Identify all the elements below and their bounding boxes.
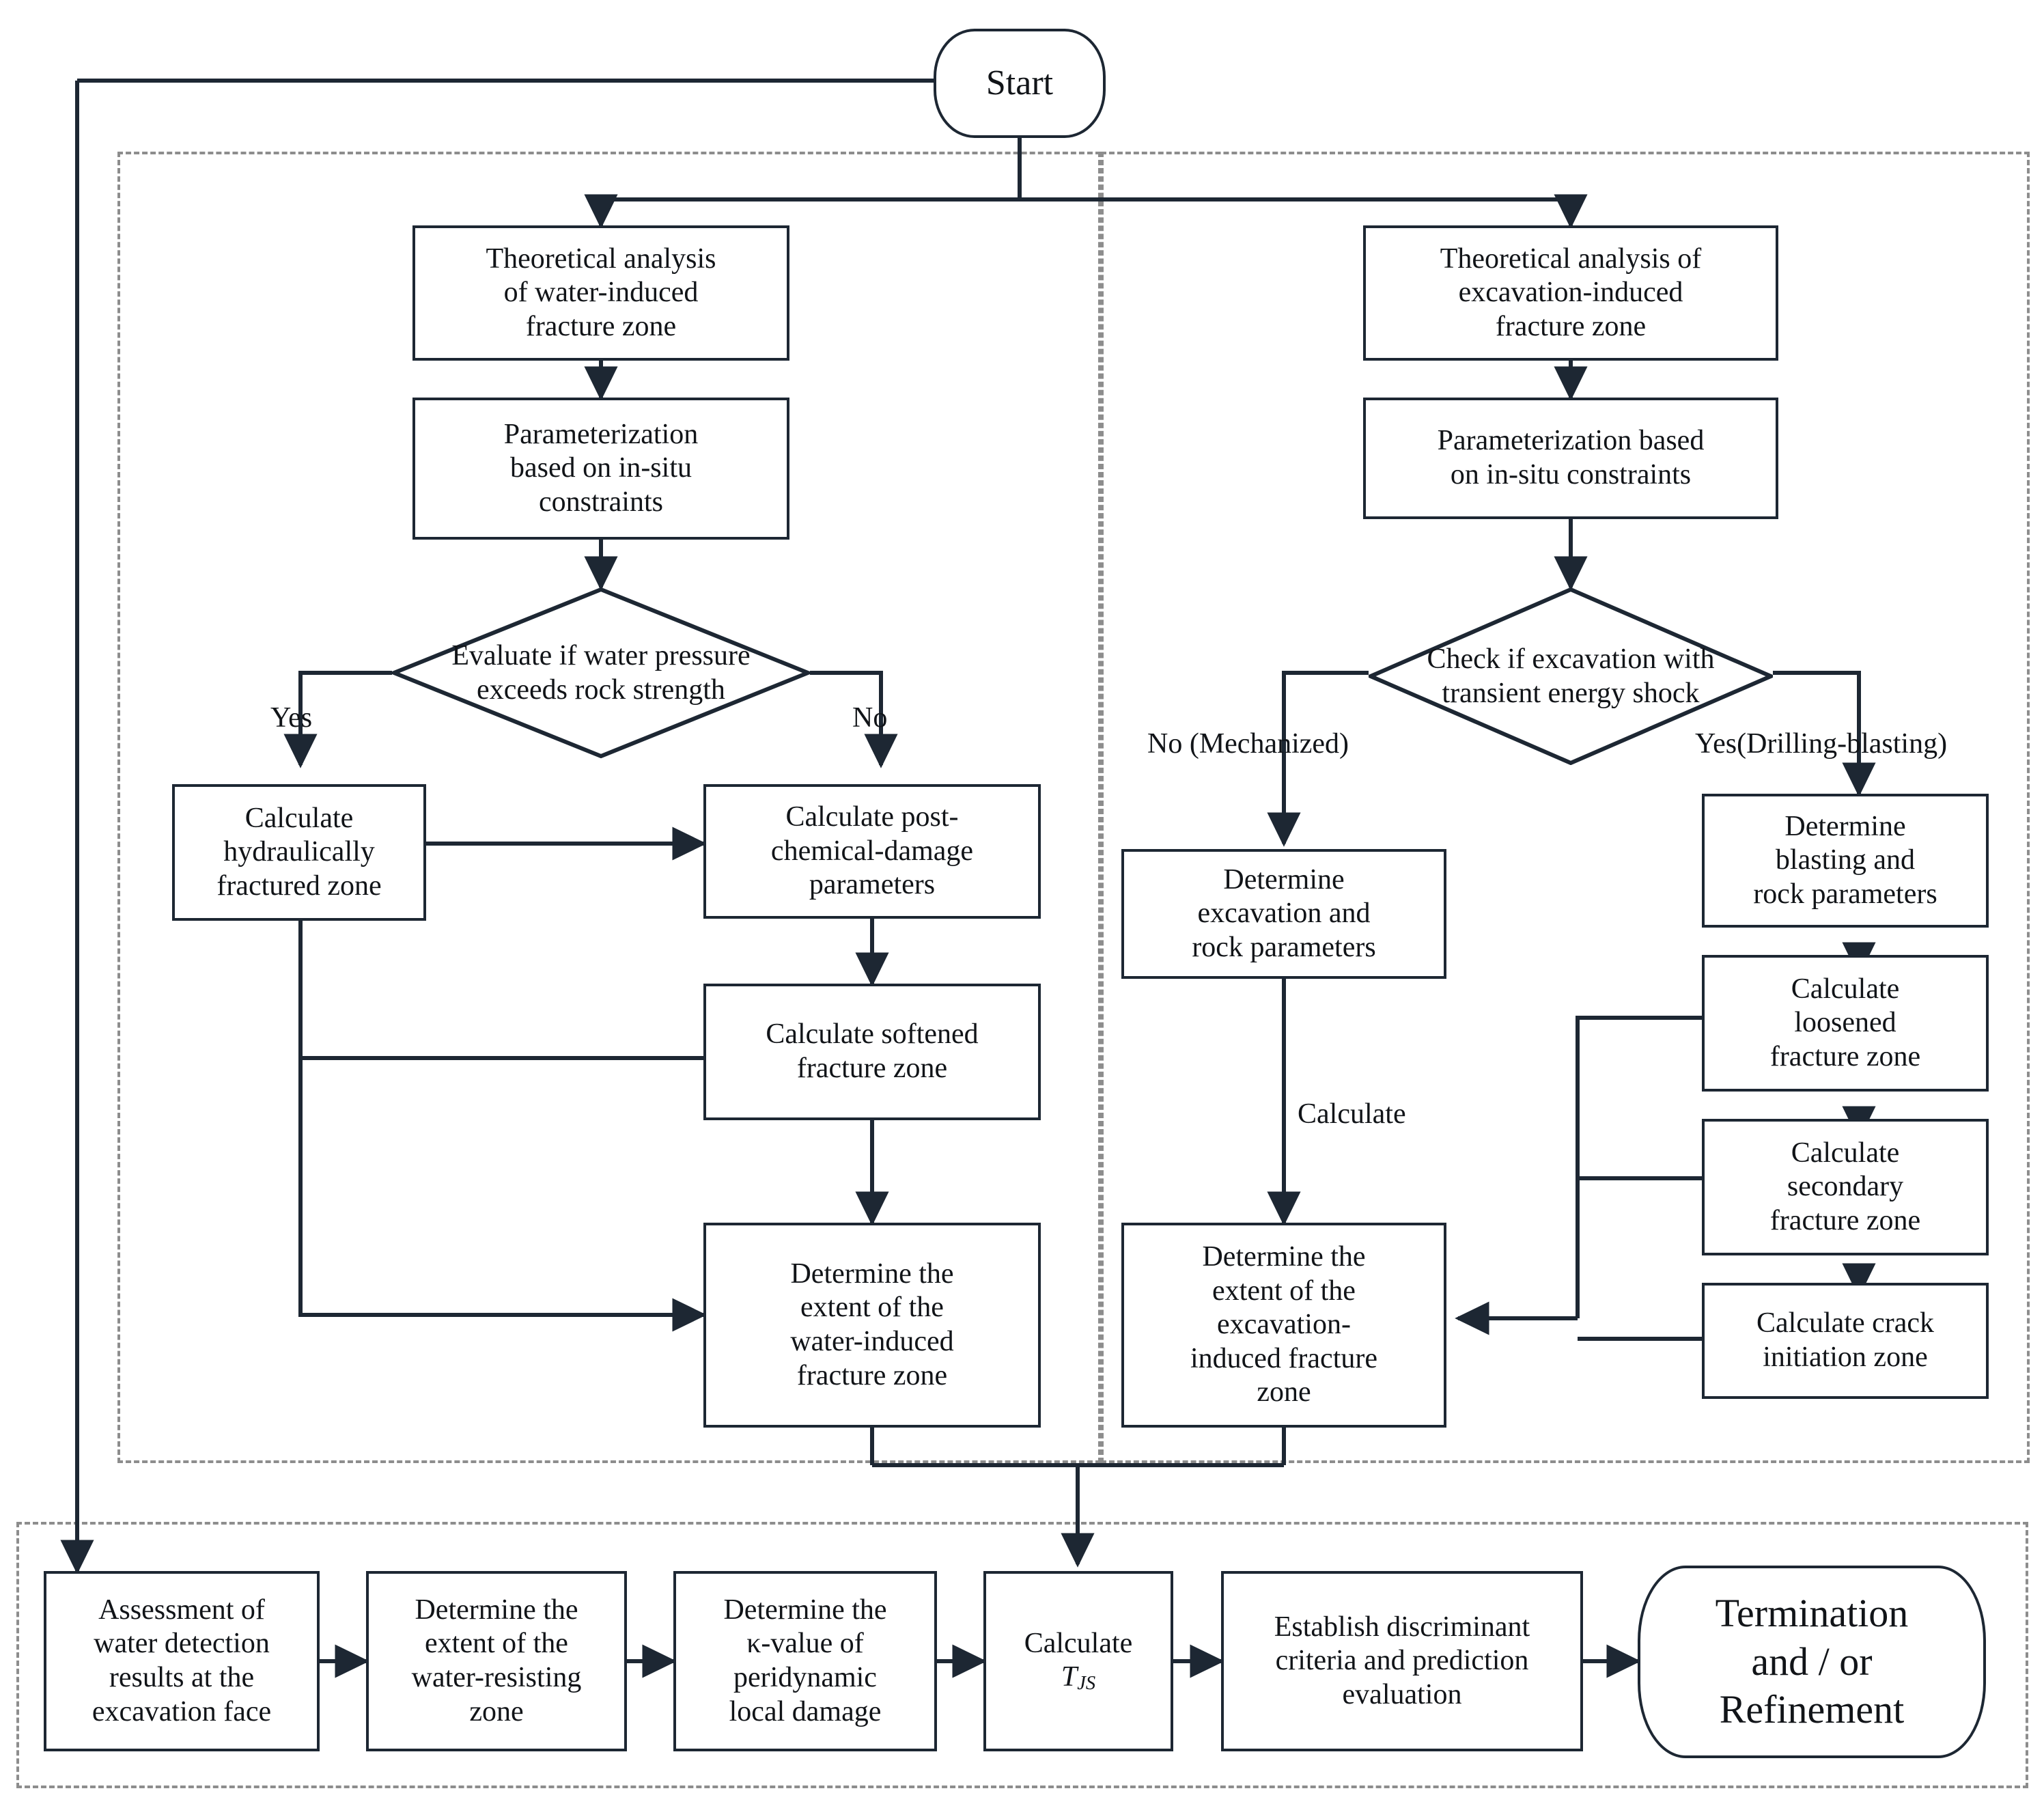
node-blasting-parameters-label: Determine blasting and rock parameters xyxy=(1753,810,1937,910)
dashed-group-water-branch xyxy=(117,152,1101,1463)
node-excavation-parameterization[interactable]: Parameterization based on in-situ constr… xyxy=(1363,398,1778,519)
node-termination-refinement[interactable]: Termination and / or Refinement xyxy=(1638,1566,1986,1758)
edge-label-excavation-no: No (Mechanized) xyxy=(1147,728,1349,760)
node-softened-fracture-zone[interactable]: Calculate softened fracture zone xyxy=(703,984,1041,1120)
node-excavation-induced-extent-label: Determine the extent of the excavation- … xyxy=(1190,1241,1377,1408)
calculate-word: Calculate xyxy=(1024,1627,1133,1659)
dashed-group-evaluation-band xyxy=(16,1522,2028,1788)
node-excavation-decision[interactable]: Check if excavation with transient energ… xyxy=(1369,587,1773,765)
edge-label-water-yes: Yes xyxy=(270,702,313,734)
node-discriminant-criteria-label: Establish discriminant criteria and pred… xyxy=(1274,1611,1530,1710)
node-water-theory[interactable]: Theoretical analysis of water-induced fr… xyxy=(412,225,789,361)
edge-label-calculate: Calculate xyxy=(1298,1098,1406,1130)
node-hydraulically-fractured-zone-label: Calculate hydraulically fractured zone xyxy=(216,802,382,902)
node-hydraulically-fractured-zone[interactable]: Calculate hydraulically fractured zone xyxy=(172,784,426,921)
diamond-shape-water xyxy=(392,587,810,758)
node-discriminant-criteria[interactable]: Establish discriminant criteria and pred… xyxy=(1221,1571,1583,1751)
diamond-shape-excavation xyxy=(1369,587,1773,765)
node-water-parameterization[interactable]: Parameterization based on in-situ constr… xyxy=(412,398,789,540)
node-loosened-fracture-zone[interactable]: Calculate loosened fracture zone xyxy=(1702,955,1989,1092)
node-water-decision[interactable]: Evaluate if water pressure exceeds rock … xyxy=(392,587,810,758)
node-start[interactable]: Start xyxy=(934,29,1106,138)
node-water-detection-assessment-label: Assessment of water detection results at… xyxy=(92,1594,272,1727)
node-water-induced-extent-label: Determine the extent of the water-induce… xyxy=(790,1258,954,1391)
node-water-decision-label: Evaluate if water pressure exceeds rock … xyxy=(451,639,751,706)
node-water-detection-assessment[interactable]: Assessment of water detection results at… xyxy=(44,1571,320,1751)
node-start-label: Start xyxy=(985,64,1054,103)
dashed-group-excavation-branch xyxy=(1101,152,2030,1463)
node-crack-initiation-zone[interactable]: Calculate crack initiation zone xyxy=(1702,1283,1989,1399)
node-excavation-decision-label: Check if excavation with transient energ… xyxy=(1427,643,1715,709)
node-water-resisting-extent-label: Determine the extent of the water-resist… xyxy=(411,1594,582,1727)
node-kappa-value[interactable]: Determine the κ-value of peridynamic loc… xyxy=(673,1571,937,1751)
node-calculate-tjs-label: Calculate TJS xyxy=(993,1627,1164,1695)
edge-label-water-no: No xyxy=(852,702,888,734)
node-excavation-theory-label: Theoretical analysis of excavation-induc… xyxy=(1440,242,1702,342)
node-post-chemical-damage-parameters-label: Calculate post- chemical-damage paramete… xyxy=(770,801,974,901)
node-mechanized-parameters-label: Determine excavation and rock parameters xyxy=(1192,863,1376,963)
node-water-theory-label: Theoretical analysis of water-induced fr… xyxy=(486,242,716,342)
node-mechanized-parameters[interactable]: Determine excavation and rock parameters xyxy=(1121,849,1446,979)
edge-label-excavation-yes: Yes(Drilling-blasting) xyxy=(1695,728,1948,760)
node-secondary-fracture-zone-label: Calculate secondary fracture zone xyxy=(1769,1137,1921,1236)
node-excavation-induced-extent[interactable]: Determine the extent of the excavation- … xyxy=(1121,1223,1446,1428)
node-blasting-parameters[interactable]: Determine blasting and rock parameters xyxy=(1702,794,1989,928)
node-water-resisting-extent[interactable]: Determine the extent of the water-resist… xyxy=(366,1571,627,1751)
node-loosened-fracture-zone-label: Calculate loosened fracture zone xyxy=(1769,973,1921,1072)
node-excavation-parameterization-label: Parameterization based on in-situ constr… xyxy=(1437,425,1705,490)
node-post-chemical-damage-parameters[interactable]: Calculate post- chemical-damage paramete… xyxy=(703,784,1041,919)
node-secondary-fracture-zone[interactable]: Calculate secondary fracture zone xyxy=(1702,1119,1989,1255)
node-softened-fracture-zone-label: Calculate softened fracture zone xyxy=(766,1018,979,1084)
tjs-symbol: TJS xyxy=(1061,1661,1096,1695)
node-termination-refinement-label: Termination and / or Refinement xyxy=(1715,1590,1909,1732)
node-excavation-theory[interactable]: Theoretical analysis of excavation-induc… xyxy=(1363,225,1778,361)
node-calculate-tjs[interactable]: Calculate TJS xyxy=(983,1571,1173,1751)
node-crack-initiation-zone-label: Calculate crack initiation zone xyxy=(1756,1307,1934,1373)
node-water-parameterization-label: Parameterization based on in-situ constr… xyxy=(503,418,699,518)
node-water-induced-extent[interactable]: Determine the extent of the water-induce… xyxy=(703,1223,1041,1428)
node-kappa-value-label: Determine the κ-value of peridynamic loc… xyxy=(723,1594,887,1727)
